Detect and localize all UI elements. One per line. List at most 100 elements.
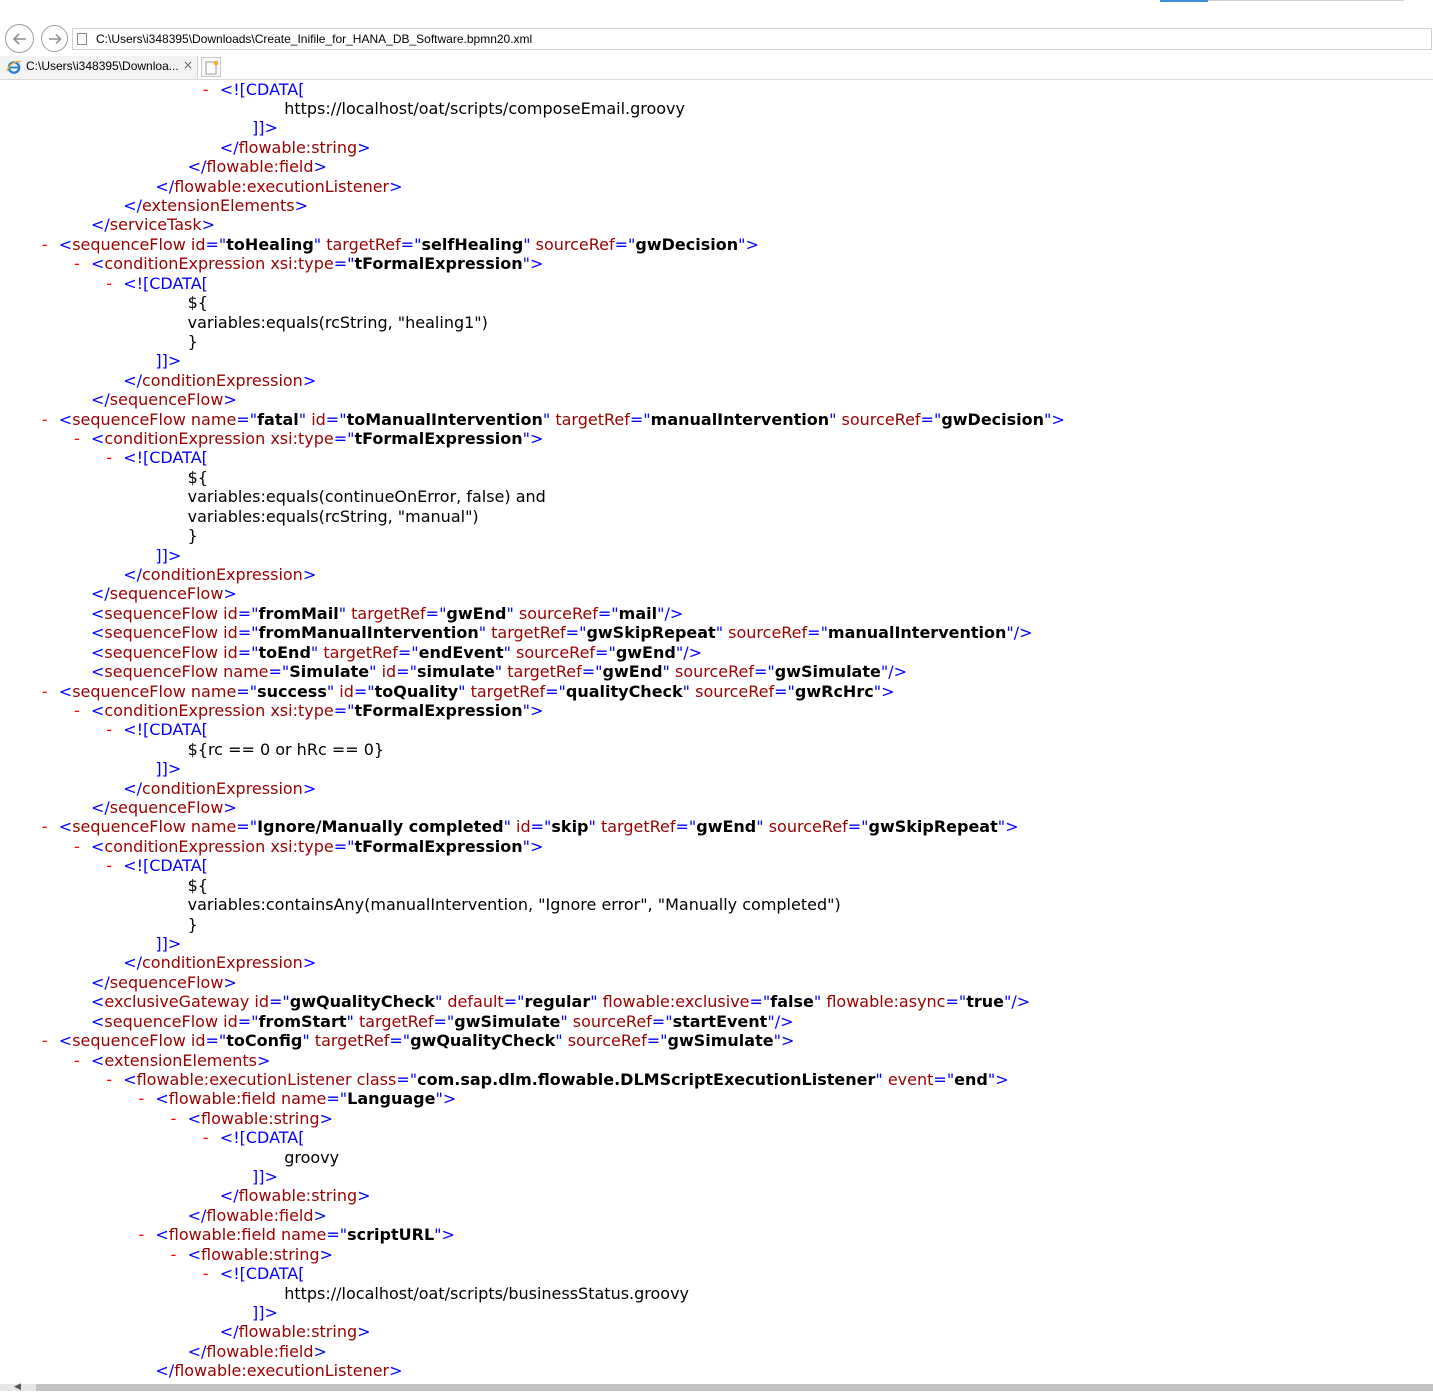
scrollbar-thumb[interactable] xyxy=(36,1384,1433,1391)
collapse-toggle[interactable]: - xyxy=(106,273,112,293)
xml-line-content: </flowable:string> xyxy=(220,1322,371,1342)
collapse-toggle[interactable]: - xyxy=(41,1031,48,1051)
xml-tag-name: conditionExpression xyxy=(141,565,303,584)
xml-attr-name: id xyxy=(510,817,531,837)
horizontal-scrollbar[interactable] xyxy=(0,1384,1433,1391)
xml-markup: =" xyxy=(774,681,795,701)
xml-line-content: </flowable:string> xyxy=(220,1186,371,1206)
xml-attr-name: sourceRef xyxy=(567,1011,652,1031)
collapse-toggle[interactable]: - xyxy=(106,720,112,740)
collapse-toggle[interactable]: - xyxy=(74,254,80,274)
xml-tag-name: flowable:field xyxy=(206,1341,314,1361)
xml-markup: </ xyxy=(91,972,110,992)
xml-attr-value: gwQualityCheck xyxy=(289,992,435,1012)
ie-icon xyxy=(6,60,22,74)
collapse-toggle[interactable]: - xyxy=(170,1244,177,1264)
xml-line-content: <extensionElements> xyxy=(91,1051,270,1071)
collapse-toggle[interactable]: - xyxy=(41,409,48,429)
xml-markup: </ xyxy=(123,778,142,798)
xml-markup: =" xyxy=(389,1031,411,1051)
collapse-toggle[interactable]: - xyxy=(202,1264,209,1284)
xml-markup: "> xyxy=(522,254,544,274)
scroll-left-icon[interactable]: ◀ xyxy=(14,1382,21,1392)
xml-attr-name: sourceRef xyxy=(510,642,596,662)
xml-attr-name: id xyxy=(185,234,206,254)
xml-line-content: ]]> xyxy=(155,351,181,371)
xml-markup: </ xyxy=(219,1322,239,1342)
url-text: C:\Users\i348395\Downloads\Create_Inifil… xyxy=(96,32,533,46)
xml-markup: " xyxy=(588,817,596,837)
collapse-toggle[interactable]: - xyxy=(74,836,80,856)
collapse-toggle[interactable]: - xyxy=(74,429,80,449)
xml-markup: " xyxy=(302,1031,310,1051)
xml-attr-value: com.sap.dlm.flowable.DLMScriptExecutionL… xyxy=(417,1069,876,1089)
xml-attr-value: gwRcHrc xyxy=(794,681,874,701)
xml-markup: </ xyxy=(91,215,110,235)
xml-attr-value: tFormalExpression xyxy=(354,429,523,449)
collapse-toggle[interactable]: - xyxy=(202,79,209,99)
xml-markup: " xyxy=(478,623,487,643)
collapse-toggle[interactable]: - xyxy=(106,856,112,876)
xml-attr-value: fatal xyxy=(257,409,299,429)
collapse-toggle[interactable]: - xyxy=(74,700,80,720)
xml-markup: > xyxy=(302,370,317,390)
xml-line-content: ${ xyxy=(188,876,208,896)
xml-markup: "> xyxy=(738,234,759,254)
xml-markup: > xyxy=(201,215,216,235)
collapse-toggle[interactable]: - xyxy=(41,817,48,837)
xml-markup: " xyxy=(590,992,598,1012)
xml-text: ${ xyxy=(187,467,208,487)
xml-line-content: <sequenceFlow id="toEnd" targetRef="endE… xyxy=(91,643,702,663)
xml-markup: =" xyxy=(595,642,616,662)
xml-attr-value: gwEnd xyxy=(602,662,663,682)
xml-attr-name: id xyxy=(334,681,354,701)
xml-markup: > xyxy=(302,565,317,584)
xml-text: groovy xyxy=(284,1147,340,1167)
xml-attr-value: startEvent xyxy=(672,1011,768,1031)
collapse-toggle[interactable]: - xyxy=(138,1225,145,1245)
xml-markup: ]]> xyxy=(252,118,278,138)
xml-markup: =" xyxy=(614,234,636,254)
xml-markup: "> xyxy=(1044,409,1065,429)
collapse-toggle[interactable]: - xyxy=(170,1108,177,1128)
xml-line-content: variables:equals(continueOnError, false)… xyxy=(188,487,546,507)
xml-tag-name: flowable:field xyxy=(168,1225,276,1245)
tab-xml-file[interactable]: C:\Users\i348395\Downloa... × xyxy=(0,56,198,79)
xml-markup: "> xyxy=(997,817,1019,837)
collapse-toggle[interactable]: - xyxy=(106,448,112,468)
collapse-toggle[interactable]: - xyxy=(74,1050,80,1070)
xml-tag-name: conditionExpression xyxy=(141,953,303,973)
collapse-toggle[interactable]: - xyxy=(138,1089,145,1109)
xml-markup: < xyxy=(91,254,105,274)
forward-button[interactable] xyxy=(41,25,68,52)
xml-markup: < xyxy=(91,429,105,449)
xml-tag-name: flowable:string xyxy=(238,137,358,157)
xml-text: variables:containsAny(manualIntervention… xyxy=(187,895,841,915)
xml-tag-name: flowable:string xyxy=(201,1244,320,1264)
xml-line-content: </conditionExpression> xyxy=(123,371,316,391)
close-tab-icon[interactable]: × xyxy=(183,58,194,72)
xml-attr-name: name xyxy=(185,681,237,701)
xml-tag-name: flowable:executionListener xyxy=(174,176,390,196)
xml-markup: =" xyxy=(754,662,775,682)
collapse-toggle[interactable]: - xyxy=(41,681,48,701)
xml-markup: =" xyxy=(397,642,419,662)
xml-line-content: <![CDATA[ xyxy=(123,448,208,468)
xml-markup: > xyxy=(223,798,237,818)
back-button[interactable] xyxy=(5,24,34,53)
collapse-toggle[interactable]: - xyxy=(202,1128,209,1148)
xml-attr-name: sourceRef xyxy=(513,603,598,623)
xml-attr-name: xsi:type xyxy=(265,836,334,856)
xml-markup: =" xyxy=(581,662,603,682)
xml-attr-value: tFormalExpression xyxy=(354,254,523,274)
xml-markup: > xyxy=(302,953,317,973)
url-field[interactable]: C:\Users\i348395\Downloads\Create_Inifil… xyxy=(72,28,1432,50)
xml-markup: < xyxy=(187,1108,201,1128)
new-tab-button[interactable] xyxy=(201,57,221,77)
collapse-toggle[interactable]: - xyxy=(106,1069,112,1089)
xml-markup: > xyxy=(319,1244,333,1264)
xml-attr-value: manualIntervention xyxy=(650,409,830,429)
collapse-toggle[interactable]: - xyxy=(41,234,48,254)
xml-attr-value: gwSimulate xyxy=(667,1031,774,1051)
xml-line-content: } xyxy=(188,915,198,935)
